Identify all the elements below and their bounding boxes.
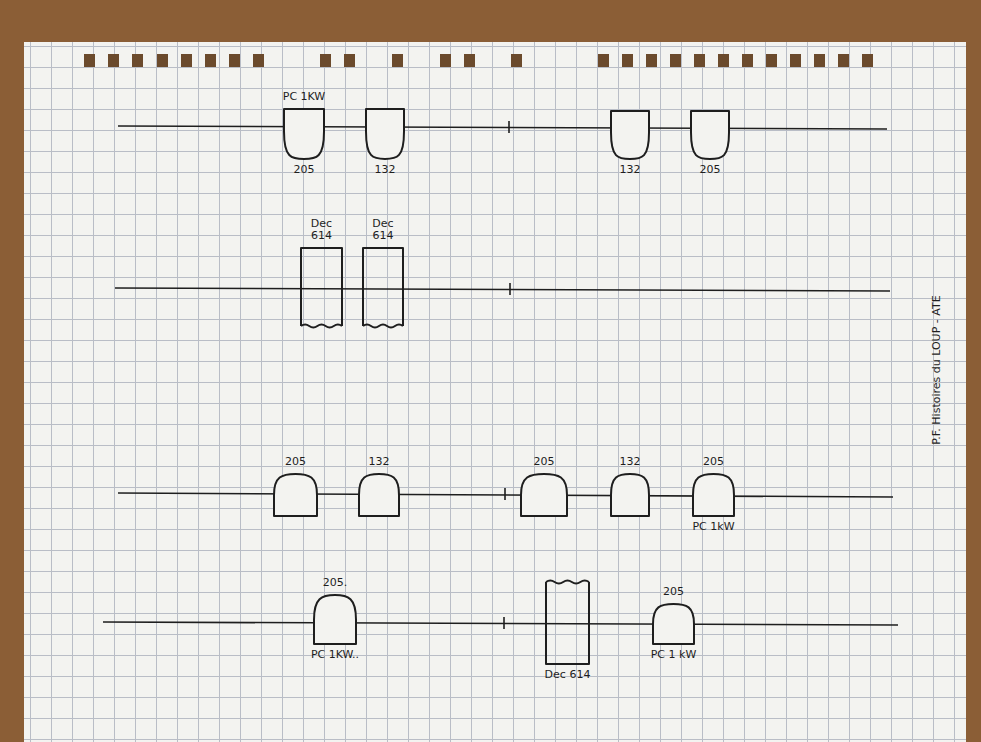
- fresnel-spot: 205.PC 1KW..: [313, 594, 357, 645]
- battens: [103, 121, 898, 629]
- fixture-label: 132: [620, 456, 641, 469]
- fixture-label: PC 1KW: [283, 91, 326, 104]
- fixture-outline: [610, 110, 650, 160]
- fixture-outline: [545, 578, 590, 665]
- fixture-label: Dec 614: [545, 669, 591, 682]
- profile-spot: Dec 614: [300, 247, 343, 330]
- fixture-outline: [362, 247, 404, 330]
- fresnel-spot: 205PC 1kW: [692, 473, 735, 517]
- fixture-outline: [690, 110, 730, 160]
- fresnel-spot: 132: [610, 473, 650, 517]
- profile-spot: Dec 614: [545, 578, 590, 665]
- grid-paper: [24, 42, 966, 742]
- fixture-outline: [365, 108, 405, 160]
- fixture-label: 205: [703, 456, 724, 469]
- fixture-label: 205: [285, 456, 306, 469]
- fixture-label: PC 1 kW: [651, 649, 697, 662]
- fresnel-spot: 132: [610, 110, 650, 160]
- fixture-label: Dec 614: [366, 218, 400, 243]
- fixture-outline: [300, 247, 343, 330]
- fresnel-spot: 205: [273, 473, 318, 517]
- fresnel-spot: 205PC 1 kW: [652, 603, 695, 645]
- fixture-outline: [520, 473, 568, 517]
- fixture-label: PC 1KW..: [311, 649, 359, 662]
- fixture-label: 132: [620, 164, 641, 177]
- margin-note: P.F. Histoires du LOUP - ATE: [930, 295, 943, 444]
- fixture-outline: [610, 473, 650, 517]
- fixture-label: 132: [375, 164, 396, 177]
- fixture-outline: [652, 603, 695, 645]
- profile-spot: Dec 614: [362, 247, 404, 330]
- fixture-outline: [692, 473, 735, 517]
- fresnel-spot: 132: [358, 473, 400, 517]
- fresnel-spot: PC 1KW205: [283, 108, 325, 160]
- fixture-label: 205: [700, 164, 721, 177]
- fixture-label: Dec 614: [305, 218, 339, 243]
- fixture-outline: [273, 473, 318, 517]
- fixture-label: 205: [534, 456, 555, 469]
- fresnel-spot: 132: [365, 108, 405, 160]
- fixture-outline: [358, 473, 400, 517]
- binding-holes: [84, 54, 873, 67]
- fixture-label: PC 1kW: [692, 521, 734, 534]
- fixture-label: 132: [369, 456, 390, 469]
- fixture-label: 205: [663, 586, 684, 599]
- fixture-outline: [313, 594, 357, 645]
- fixture-outline: [283, 108, 325, 160]
- fixture-label: 205: [294, 164, 315, 177]
- fresnel-spot: 205: [690, 110, 730, 160]
- fresnel-spot: 205: [520, 473, 568, 517]
- fixture-label: 205.: [323, 577, 348, 590]
